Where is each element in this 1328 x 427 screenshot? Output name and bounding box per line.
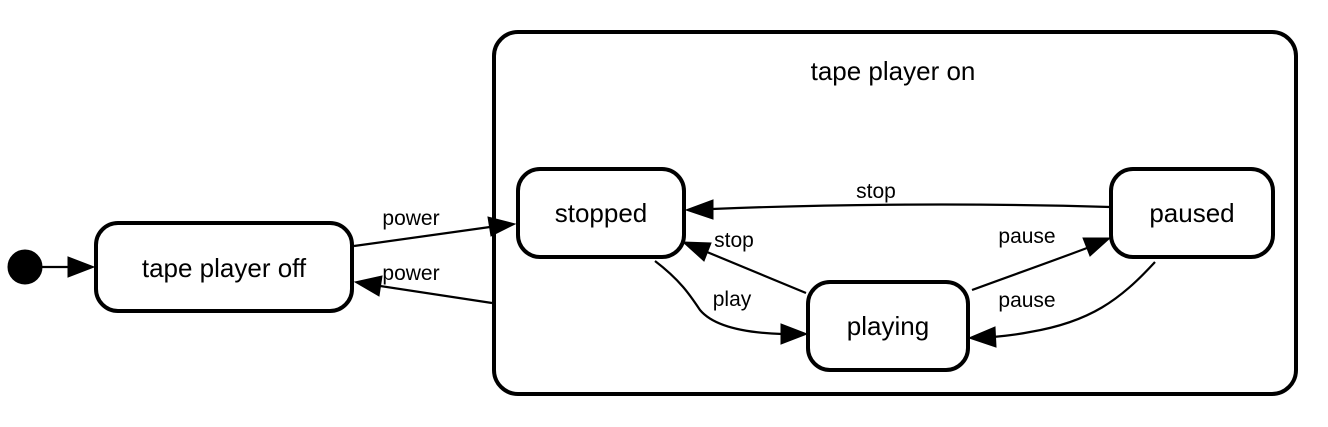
edge-label-pause: pause [998, 225, 1055, 248]
edge-label-stop: stop [714, 229, 754, 252]
edge-line [706, 250, 807, 295]
edges: power power stop stop play [42, 180, 1156, 348]
arrowhead-icon [780, 323, 809, 345]
arrowhead-icon [67, 256, 96, 278]
state-label: tape player off [142, 253, 307, 283]
edge-initial-to-off [42, 256, 96, 278]
edge-label-power: power [382, 207, 439, 230]
edge-label-stop: stop [856, 180, 896, 203]
arrowhead-icon [1082, 237, 1112, 257]
edge-line [992, 261, 1156, 339]
nodes: tape player off stopped paused playing [7, 167, 1275, 372]
arrowhead-icon [967, 326, 997, 348]
state-box [94, 221, 354, 313]
edge-line [971, 246, 1088, 292]
initial-state-dot [7, 249, 43, 285]
state-tape-player-off: tape player off [94, 221, 354, 313]
edge-label-play: play [713, 288, 752, 311]
edge-line [353, 225, 491, 248]
state-box [1109, 167, 1275, 259]
edge-off-to-stopped: power [353, 207, 517, 248]
edge-line [711, 203, 1111, 211]
state-paused: paused [1109, 167, 1275, 259]
state-label: stopped [555, 198, 648, 228]
arrowhead-icon [684, 199, 714, 220]
edge-label-pause: pause [998, 289, 1055, 312]
edge-paused-to-playing: pause [967, 261, 1156, 348]
arrowhead-icon [681, 241, 712, 262]
edge-paused-to-stopped: stop [684, 180, 1111, 220]
arrowhead-icon [487, 216, 517, 237]
state-box [516, 167, 686, 259]
edge-playing-to-paused: pause [971, 225, 1112, 292]
edge-line [379, 284, 493, 305]
edge-stopped-to-playing: play [654, 260, 809, 345]
edge-on-to-off: power [353, 262, 493, 305]
arrowhead-icon [353, 275, 383, 297]
state-label: paused [1149, 198, 1234, 228]
state-box [806, 280, 970, 372]
edge-line [654, 260, 783, 336]
cluster-label: tape player on [811, 56, 976, 86]
edge-label-power: power [382, 262, 439, 285]
state-playing: playing [806, 280, 970, 372]
edge-playing-to-stopped: stop [681, 229, 807, 295]
state-stopped: stopped [516, 167, 686, 259]
state-label: playing [847, 311, 929, 341]
